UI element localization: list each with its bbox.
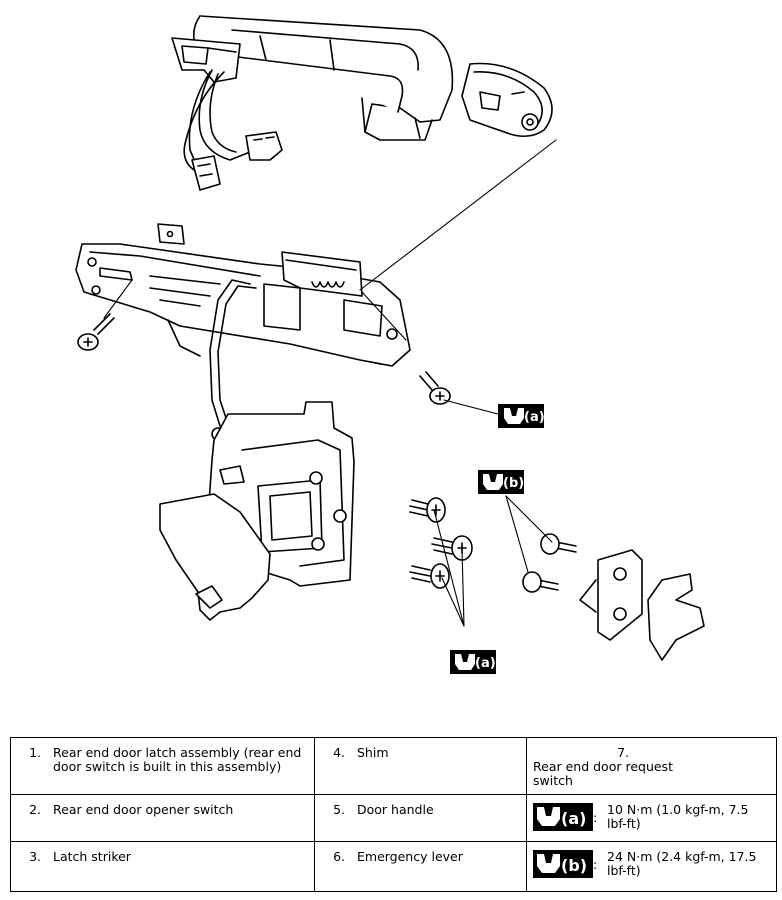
legend-number: 5.: [333, 802, 345, 817]
legend-number: 7.: [617, 745, 629, 760]
wire-harness: [183, 69, 251, 171]
request-switch: [461, 62, 553, 138]
legend-text: Shim: [357, 745, 389, 760]
svg-text:(b): (b): [561, 856, 587, 875]
legend-number: 2.: [29, 802, 41, 817]
svg-text:(a): (a): [524, 410, 545, 425]
legend-row: 2. Rear end door opener switch 5. Door han…: [10, 794, 777, 842]
svg-text:(b): (b): [503, 476, 524, 491]
bracket-screw: [419, 371, 451, 405]
latch-screw: [431, 535, 473, 561]
legend-cell: 2. Rear end door opener switch: [10, 794, 315, 842]
legend-cell: (a) :10 N·m (1.0 kgf-m, 7.5 lbf-ft): [526, 794, 777, 842]
legend-cell: 3. Latch striker: [10, 841, 315, 892]
legend-number: 4.: [333, 745, 345, 760]
torque-symbol-b: (b): [533, 850, 593, 878]
latch-screw: [409, 497, 446, 523]
bracket-screw: [77, 313, 115, 351]
legend-cell: 6. Emergency lever: [314, 841, 527, 892]
torque-callout-b: (b): [478, 470, 524, 494]
torque-callout-a-lower: (a): [450, 650, 496, 674]
svg-text:(a): (a): [475, 656, 496, 671]
door-handle: [171, 15, 454, 141]
legend-row: 1. Rear end door latch assembly (rear end…: [10, 737, 777, 795]
legend-number: 3.: [29, 849, 41, 864]
latch-assembly: [159, 401, 355, 621]
latch-screw: [409, 563, 450, 589]
legend-text: 10 N·m (1.0 kgf-m, 7.5 lbf-ft): [607, 802, 749, 831]
legend-cell: (b) :24 N·m (2.4 kgf-m, 17.5 lbf-ft): [526, 841, 777, 892]
legend-cell: 5. Door handle: [314, 794, 527, 842]
shim: [157, 223, 185, 245]
legend-text: Rear end door request switch: [533, 759, 673, 788]
striker-screw: [540, 533, 577, 555]
legend-text: Rear end door opener switch: [53, 802, 234, 817]
legend-text: Door handle: [357, 802, 434, 817]
legend-text: 24 N·m (2.4 kgf-m, 17.5 lbf-ft): [607, 849, 757, 878]
legend-cell: 4. Shim: [314, 737, 527, 795]
legend-text: Rear end door latch assembly (rear end d…: [53, 745, 302, 774]
torque-symbol-a: (a): [533, 803, 593, 831]
striker-screw: [522, 571, 559, 593]
legend-cell: 1. Rear end door latch assembly (rear end…: [10, 737, 315, 795]
legend-colon: :: [593, 810, 598, 825]
torque-callout-a-upper: (a): [498, 404, 545, 428]
exploded-parts-diagram: (a) (b) (a): [75, 15, 705, 674]
leader-lines: [103, 139, 557, 627]
legend-number: 1.: [29, 745, 41, 760]
legend-text: Latch striker: [53, 849, 131, 864]
striker-shim: [647, 573, 705, 661]
legend-colon: :: [593, 857, 598, 872]
latch-striker: [579, 549, 643, 641]
legend-text: Emergency lever: [357, 849, 463, 864]
parts-legend-table: 1. Rear end door latch assembly (rear end…: [10, 737, 777, 892]
opener-switch: [263, 251, 383, 337]
legend-cell: 7.Rear end door request switch: [526, 737, 777, 795]
harness-connector: [191, 131, 283, 191]
legend-number: 6.: [333, 849, 345, 864]
legend-row: 3. Latch striker 6. Emergency lever (b) :2…: [10, 841, 777, 892]
svg-text:(a): (a): [561, 809, 586, 828]
